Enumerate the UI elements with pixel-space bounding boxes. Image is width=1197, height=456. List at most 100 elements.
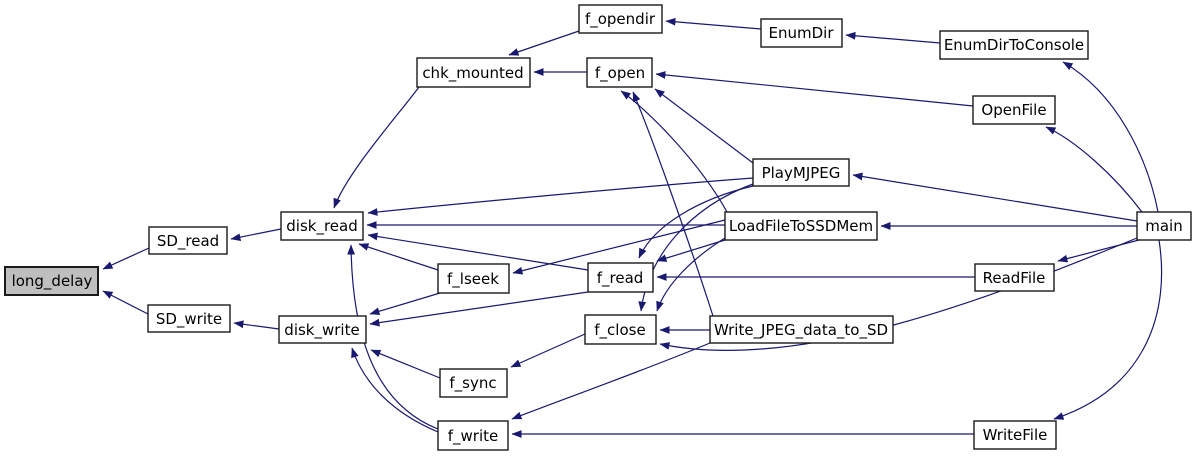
edge-SD_write-long_delay (102, 290, 149, 315)
node-PlayMJPEG[interactable]: PlayMJPEG (752, 158, 850, 187)
edge-PlayMJPEG-f_open (654, 88, 754, 164)
edge-OpenFile-f_open (655, 71, 974, 107)
node-box (587, 262, 654, 293)
node-f_close[interactable]: f_close (584, 314, 657, 345)
edge-f_lseek-disk_read (358, 243, 439, 271)
edge-main-f_close (659, 237, 1138, 351)
node-label: SD_write (156, 310, 222, 329)
edge-EnumDirToConsole-EnumDir (845, 31, 941, 44)
node-label: f_open (595, 64, 645, 83)
edge-main-EnumDirToConsole (1062, 61, 1159, 213)
node-box (416, 57, 531, 88)
node-Write_JPEG_data_to_SD[interactable]: Write_JPEG_data_to_SD (709, 315, 894, 344)
edge-f_read-disk_read (367, 232, 589, 271)
edge-f_sync-disk_write (370, 349, 441, 379)
edge-f_close-f_sync (510, 333, 586, 368)
node-label: WriteFile (983, 426, 1048, 444)
node-SD_write[interactable]: SD_write (147, 304, 231, 333)
node-disk_read[interactable]: disk_read (280, 211, 364, 241)
node-label: EnumDir (769, 24, 835, 42)
node-label: OpenFile (981, 101, 1046, 119)
node-box (752, 158, 850, 187)
node-label: disk_read (286, 217, 357, 236)
edge-EnumDir-f_opendir (665, 17, 762, 30)
edge-main-PlayMJPEG (852, 172, 1138, 222)
edge-main-OpenFile (1045, 126, 1143, 213)
node-label: f_opendir (585, 10, 656, 29)
node-box (437, 420, 509, 451)
node-long_delay[interactable]: long_delay (4, 266, 99, 296)
node-box (584, 314, 657, 345)
node-main[interactable]: main (1136, 211, 1192, 241)
node-box (724, 211, 878, 241)
node-box (973, 420, 1057, 450)
node-label: ReadFile (983, 269, 1046, 287)
edge-main-WriteFile (1053, 239, 1163, 420)
node-WriteFile[interactable]: WriteFile (973, 420, 1057, 450)
node-f_opendir[interactable]: f_opendir (578, 4, 663, 34)
node-box (709, 315, 894, 344)
node-label: PlayMJPEG (762, 164, 841, 182)
node-label: Write_JPEG_data_to_SD (714, 321, 888, 340)
node-box (760, 18, 843, 48)
node-disk_write[interactable]: disk_write (278, 315, 367, 344)
edge-disk_write-SD_write (233, 320, 280, 330)
node-box (939, 30, 1089, 60)
node-ReadFile[interactable]: ReadFile (974, 263, 1055, 292)
node-label: f_write (448, 427, 499, 446)
node-LoadFileToSSDMem[interactable]: LoadFileToSSDMem (724, 211, 878, 241)
node-label: f_lseek (447, 270, 499, 289)
edge-layer (102, 17, 1163, 438)
edge-f_read-disk_write (369, 291, 589, 327)
node-f_read[interactable]: f_read (587, 262, 654, 293)
node-box (972, 95, 1056, 125)
node-box (147, 304, 231, 333)
edge-chk_mounted-disk_read (333, 86, 420, 209)
node-f_lseek[interactable]: f_lseek (437, 263, 510, 294)
node-box (974, 263, 1055, 292)
edge-PlayMJPEG-disk_read (367, 177, 754, 216)
node-box (437, 263, 510, 294)
node-box (148, 226, 228, 255)
node-layer: long_delay SD_read SD_write disk_read di… (4, 4, 1192, 451)
node-EnumDir[interactable]: EnumDir (760, 18, 843, 48)
edge-disk_read-SD_read (230, 228, 282, 241)
node-label: EnumDirToConsole (944, 36, 1084, 54)
node-label: long_delay (12, 272, 93, 291)
edge-Write_JPEG_data_to_SD-f_write (511, 342, 711, 420)
edge-LoadFileToSSDMem-f_read (656, 239, 726, 262)
edge-LoadFileToSSDMem-f_close (656, 237, 726, 312)
edge-LoadFileToSSDMem-f_open (620, 90, 728, 213)
node-box (1136, 211, 1192, 241)
node-box (578, 4, 663, 34)
node-label: f_close (594, 321, 645, 340)
node-chk_mounted[interactable]: chk_mounted (416, 57, 531, 88)
edge-f_lseek-disk_write (369, 292, 441, 316)
edge-SD_read-long_delay (102, 247, 150, 270)
node-box (280, 211, 364, 241)
node-EnumDirToConsole[interactable]: EnumDirToConsole (939, 30, 1089, 60)
edge-main-ReadFile (1057, 239, 1140, 263)
node-box (586, 57, 653, 88)
edge-f_write-disk_read (347, 244, 439, 430)
node-label: LoadFileToSSDMem (729, 217, 873, 235)
node-SD_read[interactable]: SD_read (148, 226, 228, 255)
node-f_write[interactable]: f_write (437, 420, 509, 451)
node-f_sync[interactable]: f_sync (439, 368, 508, 398)
edge-f_opendir-chk_mounted (508, 30, 580, 56)
node-label: SD_read (157, 232, 219, 251)
node-box (439, 368, 508, 398)
node-f_open[interactable]: f_open (586, 57, 653, 88)
edge-Write_JPEG_data_to_SD-f_open (632, 91, 714, 317)
edge-PlayMJPEG-f_close (638, 183, 754, 312)
node-label: chk_mounted (422, 64, 523, 83)
node-box (4, 266, 99, 296)
edge-f_write-disk_write (351, 347, 439, 433)
node-label: disk_write (284, 321, 359, 340)
edge-LoadFileToSSDMem-f_lseek (512, 219, 726, 275)
node-OpenFile[interactable]: OpenFile (972, 95, 1056, 125)
node-label: f_sync (449, 374, 496, 393)
node-label: main (1145, 217, 1182, 235)
